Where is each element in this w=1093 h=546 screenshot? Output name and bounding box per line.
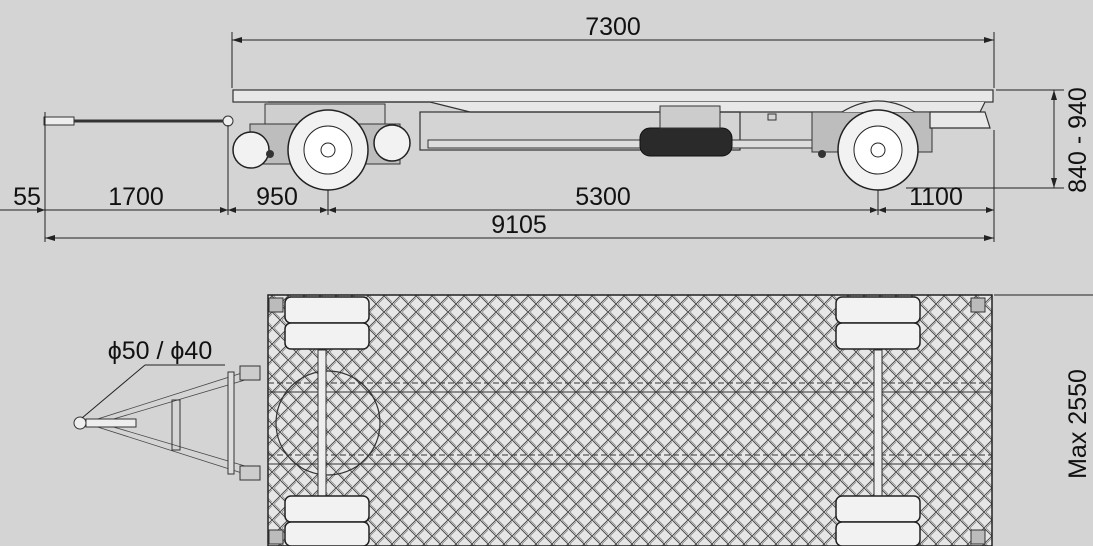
coupling-eye-side bbox=[43, 116, 75, 126]
rear-tire-2 bbox=[835, 322, 921, 350]
coupling-shaft bbox=[85, 418, 137, 428]
corner-fitting bbox=[268, 529, 284, 545]
chassis-rail bbox=[427, 139, 829, 149]
dim-wheelbase: 5300 bbox=[575, 183, 631, 211]
front-bolt bbox=[266, 150, 274, 158]
front-hub-center bbox=[320, 142, 336, 158]
front-tire-4 bbox=[284, 521, 370, 546]
dim-coupling-eye: ϕ50 / ϕ40 bbox=[108, 337, 212, 365]
hinge-bracket-top bbox=[239, 365, 261, 381]
rear-axle bbox=[873, 349, 883, 501]
drawbar-crossbar bbox=[171, 399, 181, 451]
rear-hub bbox=[853, 125, 903, 175]
dim-overall-length: 9105 bbox=[491, 211, 547, 239]
top-view: ϕ50 / ϕ40 Max 2550 bbox=[73, 294, 1093, 546]
rear-hub-center bbox=[870, 142, 886, 158]
turntable-outline bbox=[275, 370, 381, 476]
coupling-eye-top bbox=[73, 416, 87, 430]
front-hub bbox=[303, 125, 353, 175]
dim-front-overhang: 950 bbox=[256, 183, 298, 211]
bracket bbox=[659, 105, 721, 129]
small-box bbox=[767, 113, 777, 121]
rear-tire-3 bbox=[835, 495, 921, 523]
front-tire-3 bbox=[284, 495, 370, 523]
front-mudguard-left bbox=[232, 131, 270, 169]
dim-arrows bbox=[1051, 90, 1057, 188]
front-axle bbox=[317, 349, 327, 501]
dim-eye-offset: 55 bbox=[13, 183, 41, 211]
drawbar-hinge bbox=[227, 371, 235, 475]
leader-line bbox=[81, 364, 146, 419]
corner-fitting bbox=[970, 297, 986, 313]
dim-drawbar: 1700 bbox=[108, 183, 164, 211]
chassis-frame bbox=[419, 111, 741, 151]
front-tire-1 bbox=[284, 296, 370, 324]
rear-tire-1 bbox=[835, 296, 921, 324]
front-tire-2 bbox=[284, 322, 370, 350]
hinge-bracket-bottom bbox=[239, 465, 261, 481]
dim-arrows bbox=[37, 207, 994, 213]
front-mudguard-right bbox=[373, 124, 411, 162]
air-tank bbox=[639, 127, 733, 157]
corner-fitting bbox=[268, 297, 284, 313]
drawbar-arms bbox=[84, 371, 246, 475]
rear-tire-4 bbox=[835, 521, 921, 546]
dim-deck-length: 7300 bbox=[585, 13, 641, 41]
drawbar-pivot bbox=[222, 115, 234, 127]
dim-deck-height: 840 - 940 bbox=[1064, 87, 1092, 193]
dim-max-width: Max 2550 bbox=[1064, 369, 1092, 479]
dim-rear-overhang: 1100 bbox=[909, 183, 963, 211]
rear-bolt bbox=[818, 150, 826, 158]
side-view: 7300 840 - 940 bbox=[0, 13, 1092, 242]
corner-fitting bbox=[970, 529, 986, 545]
deck-platform bbox=[232, 89, 994, 103]
rear-bracket bbox=[929, 111, 991, 129]
rear-mudguard bbox=[841, 100, 916, 113]
